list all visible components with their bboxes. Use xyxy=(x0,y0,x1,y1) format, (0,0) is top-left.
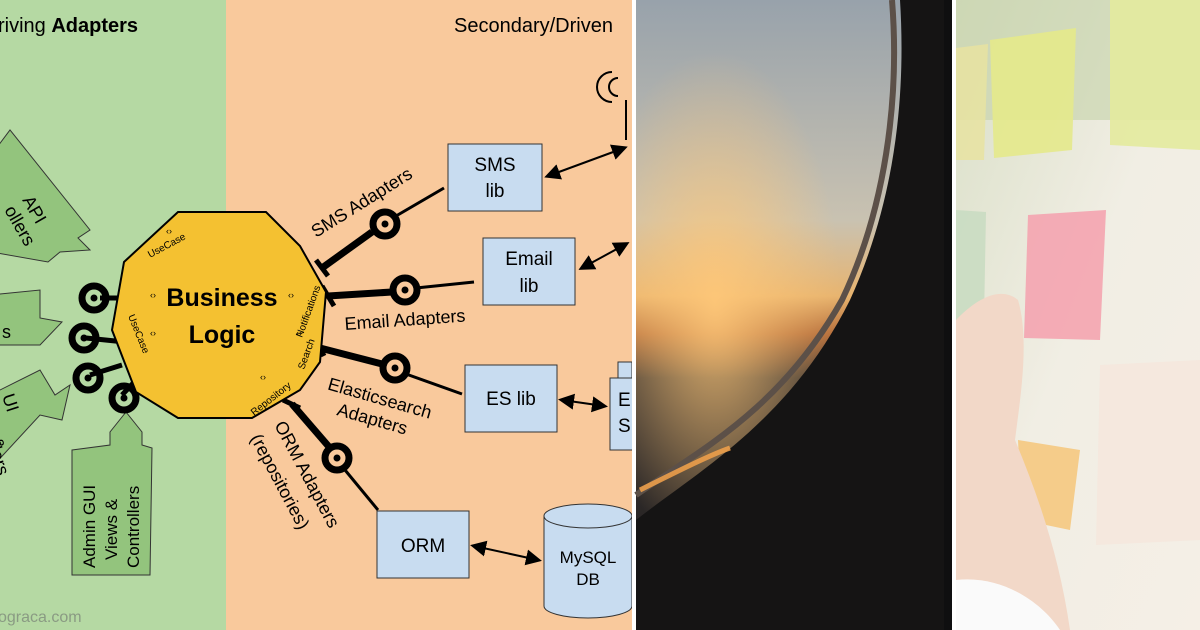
svg-text:ES lib: ES lib xyxy=(486,389,536,410)
primary-adapters-header: riving Adapters xyxy=(0,15,138,37)
svg-text:Business: Business xyxy=(166,284,277,312)
svg-text:MySQL: MySQL xyxy=(560,548,617,567)
svg-text:ORM: ORM xyxy=(401,536,445,557)
svg-text:DB: DB xyxy=(576,570,600,589)
secondary-adapters-header: Secondary/Driven xyxy=(454,15,613,37)
orm-box: ORM xyxy=(376,510,470,579)
svg-text:Email: Email xyxy=(505,249,553,270)
svg-text:Controllers: Controllers xyxy=(124,486,143,568)
port-arrow-icon: ‹› xyxy=(296,328,302,338)
architecture-diagram: riving Adapters Secondary/Driven API oll… xyxy=(0,0,641,630)
svg-text:s: s xyxy=(2,322,11,342)
api-controllers-adapter: API ollers xyxy=(0,129,92,263)
port-arrow-icon: ‹› xyxy=(260,372,266,382)
secondary-ports xyxy=(281,186,475,511)
sms-lib-box: SMS lib xyxy=(447,143,543,212)
port-arrow-icon: ‹› xyxy=(288,290,294,300)
panel-divider xyxy=(952,0,956,630)
svg-text:Admin GUI: Admin GUI xyxy=(80,485,99,568)
svg-text:S: S xyxy=(618,416,631,437)
svg-text:&: & xyxy=(0,435,9,453)
svg-text:SMS: SMS xyxy=(474,155,515,176)
business-logic-core: Business Logic UseCase UseCase Notificat… xyxy=(110,211,328,419)
email-lib-box: Email lib xyxy=(482,237,576,306)
admin-gui-adapter: Admin GUI Views & Controllers xyxy=(71,411,153,576)
mysql-db-cylinder: MySQL DB xyxy=(543,503,633,619)
footer-credit: ograca.com xyxy=(0,609,82,626)
svg-text:Logic: Logic xyxy=(189,321,256,349)
sticky-notes-photo xyxy=(956,0,1200,630)
antenna-icon xyxy=(596,71,627,140)
svg-text:E: E xyxy=(618,390,631,411)
panel-divider xyxy=(632,0,636,630)
port-arrow-icon: ‹› xyxy=(150,290,156,300)
svg-text:lib: lib xyxy=(519,276,538,297)
svg-text:Views &: Views & xyxy=(102,498,121,560)
connection-arrows xyxy=(470,144,630,566)
es-lib-box: ES lib xyxy=(464,364,558,433)
port-arrow-icon: ‹› xyxy=(150,328,156,338)
port-arrow-icon: ‹› xyxy=(166,226,172,236)
svg-text:lib: lib xyxy=(485,181,504,202)
cli-adapter: s xyxy=(0,289,64,346)
svg-text:UI: UI xyxy=(0,391,23,414)
airplane-window-sunset-photo xyxy=(634,0,952,630)
